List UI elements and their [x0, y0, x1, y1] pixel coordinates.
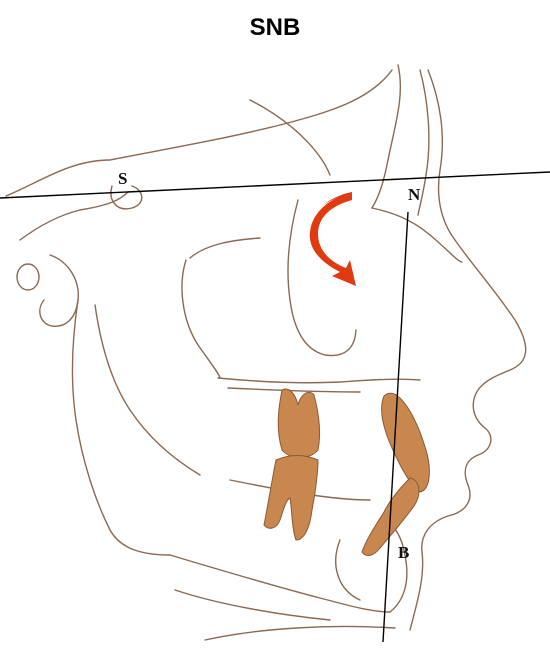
point-label-n: N: [408, 185, 421, 204]
sn-line: [0, 172, 550, 198]
lower-molar: [264, 456, 318, 541]
skull-profile-tracing: [6, 65, 526, 640]
point-label-s: S: [118, 169, 127, 188]
point-label-b: B: [398, 543, 409, 562]
rotation-arrow-icon: [310, 192, 356, 286]
teeth: [264, 389, 429, 555]
upper-molar: [278, 389, 319, 457]
upper-incisor: [382, 393, 430, 492]
